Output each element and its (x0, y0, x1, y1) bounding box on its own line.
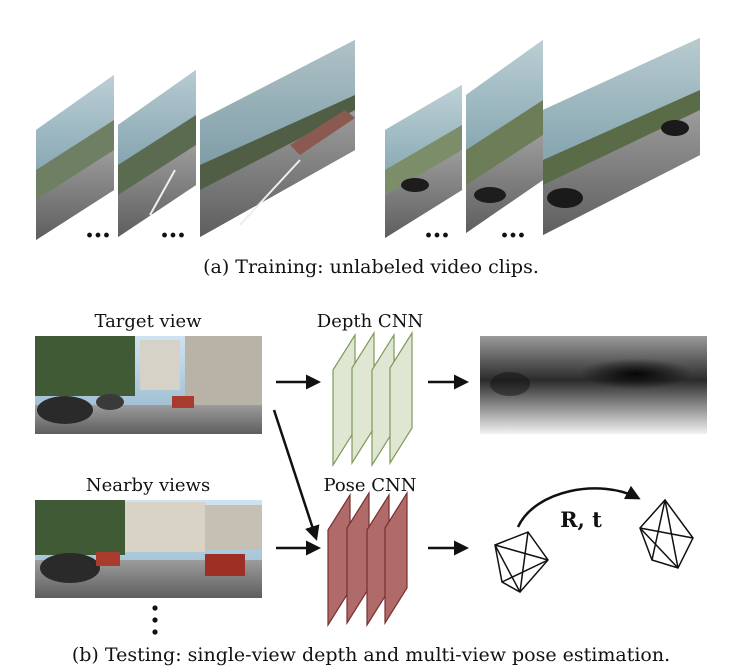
depth-cnn-block (332, 330, 413, 468)
depth-cnn-label: Depth CNN (317, 311, 423, 332)
caption-a: (a) Training: unlabeled video clips. (203, 256, 539, 278)
target-view-label: Target view (94, 311, 202, 332)
pose-cnn-block (327, 490, 408, 628)
target-view-image (35, 336, 262, 434)
ellipsis-3: … (424, 214, 450, 244)
ellipsis-2: … (160, 214, 186, 244)
pose-transform-arrow (516, 485, 641, 528)
clip-left-frame-2 (118, 70, 196, 237)
clip-left-frame-1 (36, 75, 114, 240)
training-clip-right: … … (385, 38, 700, 244)
ellipsis-1: … (85, 214, 111, 244)
nearby-view-image (35, 500, 262, 598)
pose-cnn-label: Pose CNN (323, 475, 416, 496)
clip-right-frame-2 (466, 40, 543, 233)
ellipsis-4: … (500, 214, 526, 244)
clip-right-frame-3 (543, 38, 700, 235)
camera-pose-2 (639, 498, 694, 569)
training-clip-left: … … (36, 40, 355, 244)
depth-map-output (480, 336, 707, 434)
caption-b: (b) Testing: single-view depth and multi… (72, 644, 670, 666)
clip-right-frame-1 (385, 85, 462, 238)
clip-left-frame-3 (200, 40, 355, 237)
more-views-dots (152, 605, 158, 635)
nearby-views-label: Nearby views (86, 475, 210, 496)
arrow-target-to-pose (272, 409, 320, 541)
pose-output-label: R, t (560, 507, 602, 532)
camera-pose-1 (494, 531, 549, 593)
